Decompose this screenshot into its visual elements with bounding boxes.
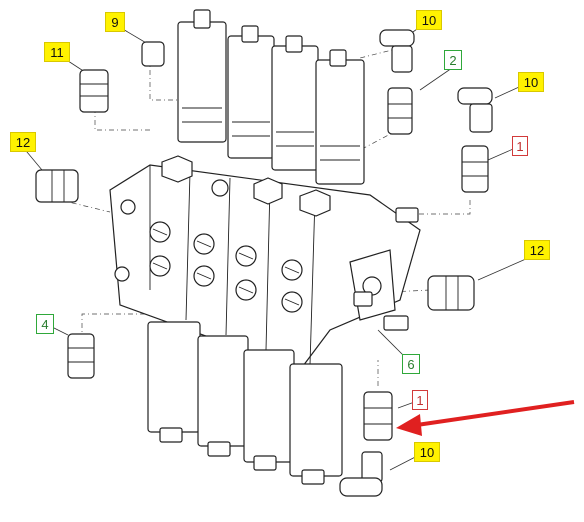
callout-10-right: 10 — [518, 72, 544, 92]
adapter-12-left — [35, 169, 79, 203]
callout-11: 11 — [44, 42, 70, 62]
callout-9: 9 — [105, 12, 125, 32]
callout-10-top: 10 — [416, 10, 442, 30]
callout-12-left: 12 — [10, 132, 36, 152]
callout-6: 6 — [402, 354, 420, 374]
valve-block — [109, 155, 421, 371]
callout-12-right: 12 — [524, 240, 550, 260]
plug-9 — [141, 41, 165, 67]
fitting-1-bottom — [363, 391, 393, 441]
callout-4: 4 — [36, 314, 54, 334]
callout-1-top: 1 — [512, 136, 528, 156]
callout-10-bottom: 10 — [414, 442, 440, 462]
fitting-2 — [387, 87, 413, 135]
elbow-10-right — [457, 87, 493, 105]
pointer-arrow — [396, 400, 575, 436]
callout-1-bottom: 1 — [412, 390, 428, 410]
top-solenoids — [177, 9, 365, 185]
bottom-solenoids — [147, 321, 343, 485]
adapter-12-right — [427, 275, 475, 311]
callout-2: 2 — [444, 50, 462, 70]
fitting-4 — [67, 333, 95, 379]
fittings — [35, 29, 493, 497]
elbow-10-top — [379, 29, 415, 47]
adapter-11 — [79, 69, 109, 113]
fitting-1-top — [461, 145, 489, 193]
